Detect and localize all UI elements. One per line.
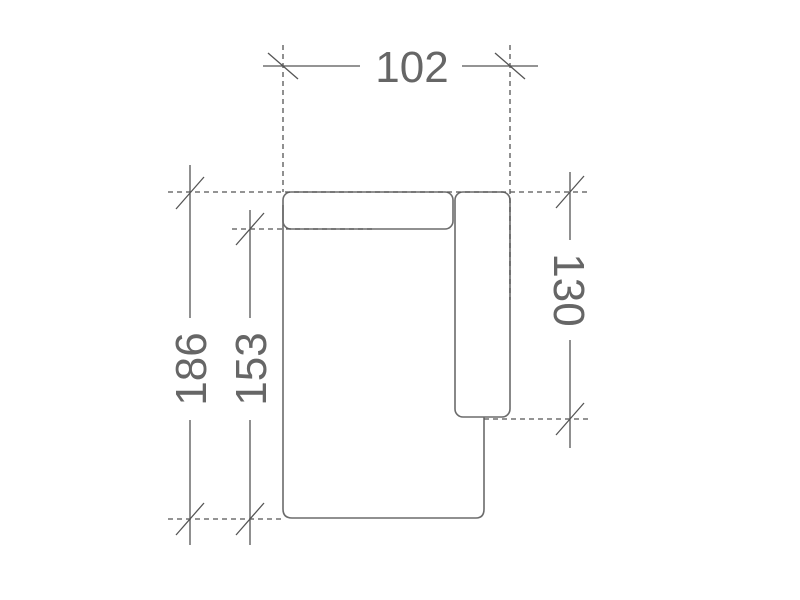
- seat-depth-tick-top: [235, 212, 265, 246]
- total-depth-label: 186: [167, 332, 216, 405]
- arm-depth-tick-top: [555, 175, 585, 209]
- arm-depth-label: 130: [544, 253, 593, 326]
- dimension-total-depth: 186: [167, 165, 216, 545]
- armrest: [454, 191, 511, 418]
- width-tick-right: [494, 52, 526, 80]
- arm-depth-tick-bottom: [555, 402, 585, 436]
- seat-depth-label: 153: [227, 332, 276, 405]
- dimension-arm-depth: 130: [544, 172, 593, 448]
- dimension-seat-depth: 153: [227, 210, 276, 545]
- seat-outline: [282, 205, 485, 519]
- sofa-outline: [282, 191, 511, 519]
- backrest-cushion: [282, 191, 454, 230]
- seat-depth-tick-bottom: [235, 502, 265, 536]
- width-label: 102: [375, 43, 448, 92]
- total-depth-tick-bottom: [175, 502, 205, 536]
- dimension-width: 102: [263, 43, 538, 92]
- guide-lines: [168, 45, 590, 520]
- width-tick-left: [267, 52, 299, 80]
- total-depth-tick-top: [175, 176, 205, 210]
